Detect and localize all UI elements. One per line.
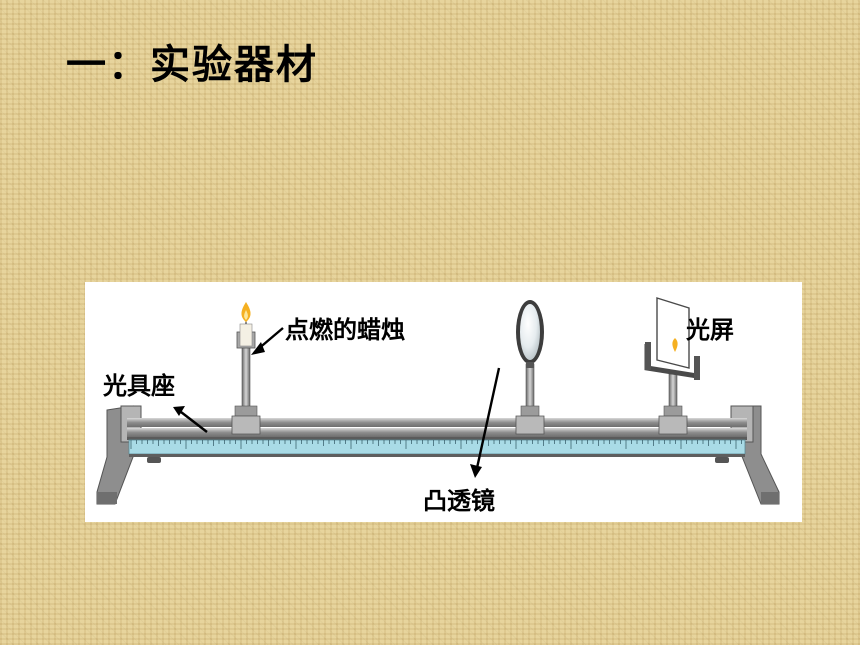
light-screen-holder: [644, 342, 700, 435]
convex-lens-holder: [515, 363, 545, 435]
label-light-screen: 光屏: [686, 316, 734, 344]
candle-holder: [231, 331, 261, 435]
diagram-illustration: [96, 297, 780, 505]
bench-rails: [127, 418, 747, 440]
convex-lens: [516, 300, 544, 368]
slide-title: 一：实验器材: [66, 42, 318, 88]
label-optical-bench: 光具座: [103, 372, 175, 400]
arrow-convex-lens: [470, 367, 501, 478]
label-convex-lens: 凸透镜: [423, 487, 495, 515]
candle-flame: [241, 302, 251, 322]
candle: [239, 320, 253, 347]
light-screen: [656, 297, 690, 369]
arrow-candle: [251, 327, 284, 355]
label-candle: 点燃的蜡烛: [285, 316, 405, 344]
arrow-optical-bench: [173, 406, 208, 433]
optical-bench-diagram: 点燃的蜡烛 光屏 光具座 凸透镜: [85, 282, 802, 522]
scale-ruler: [128, 439, 746, 457]
